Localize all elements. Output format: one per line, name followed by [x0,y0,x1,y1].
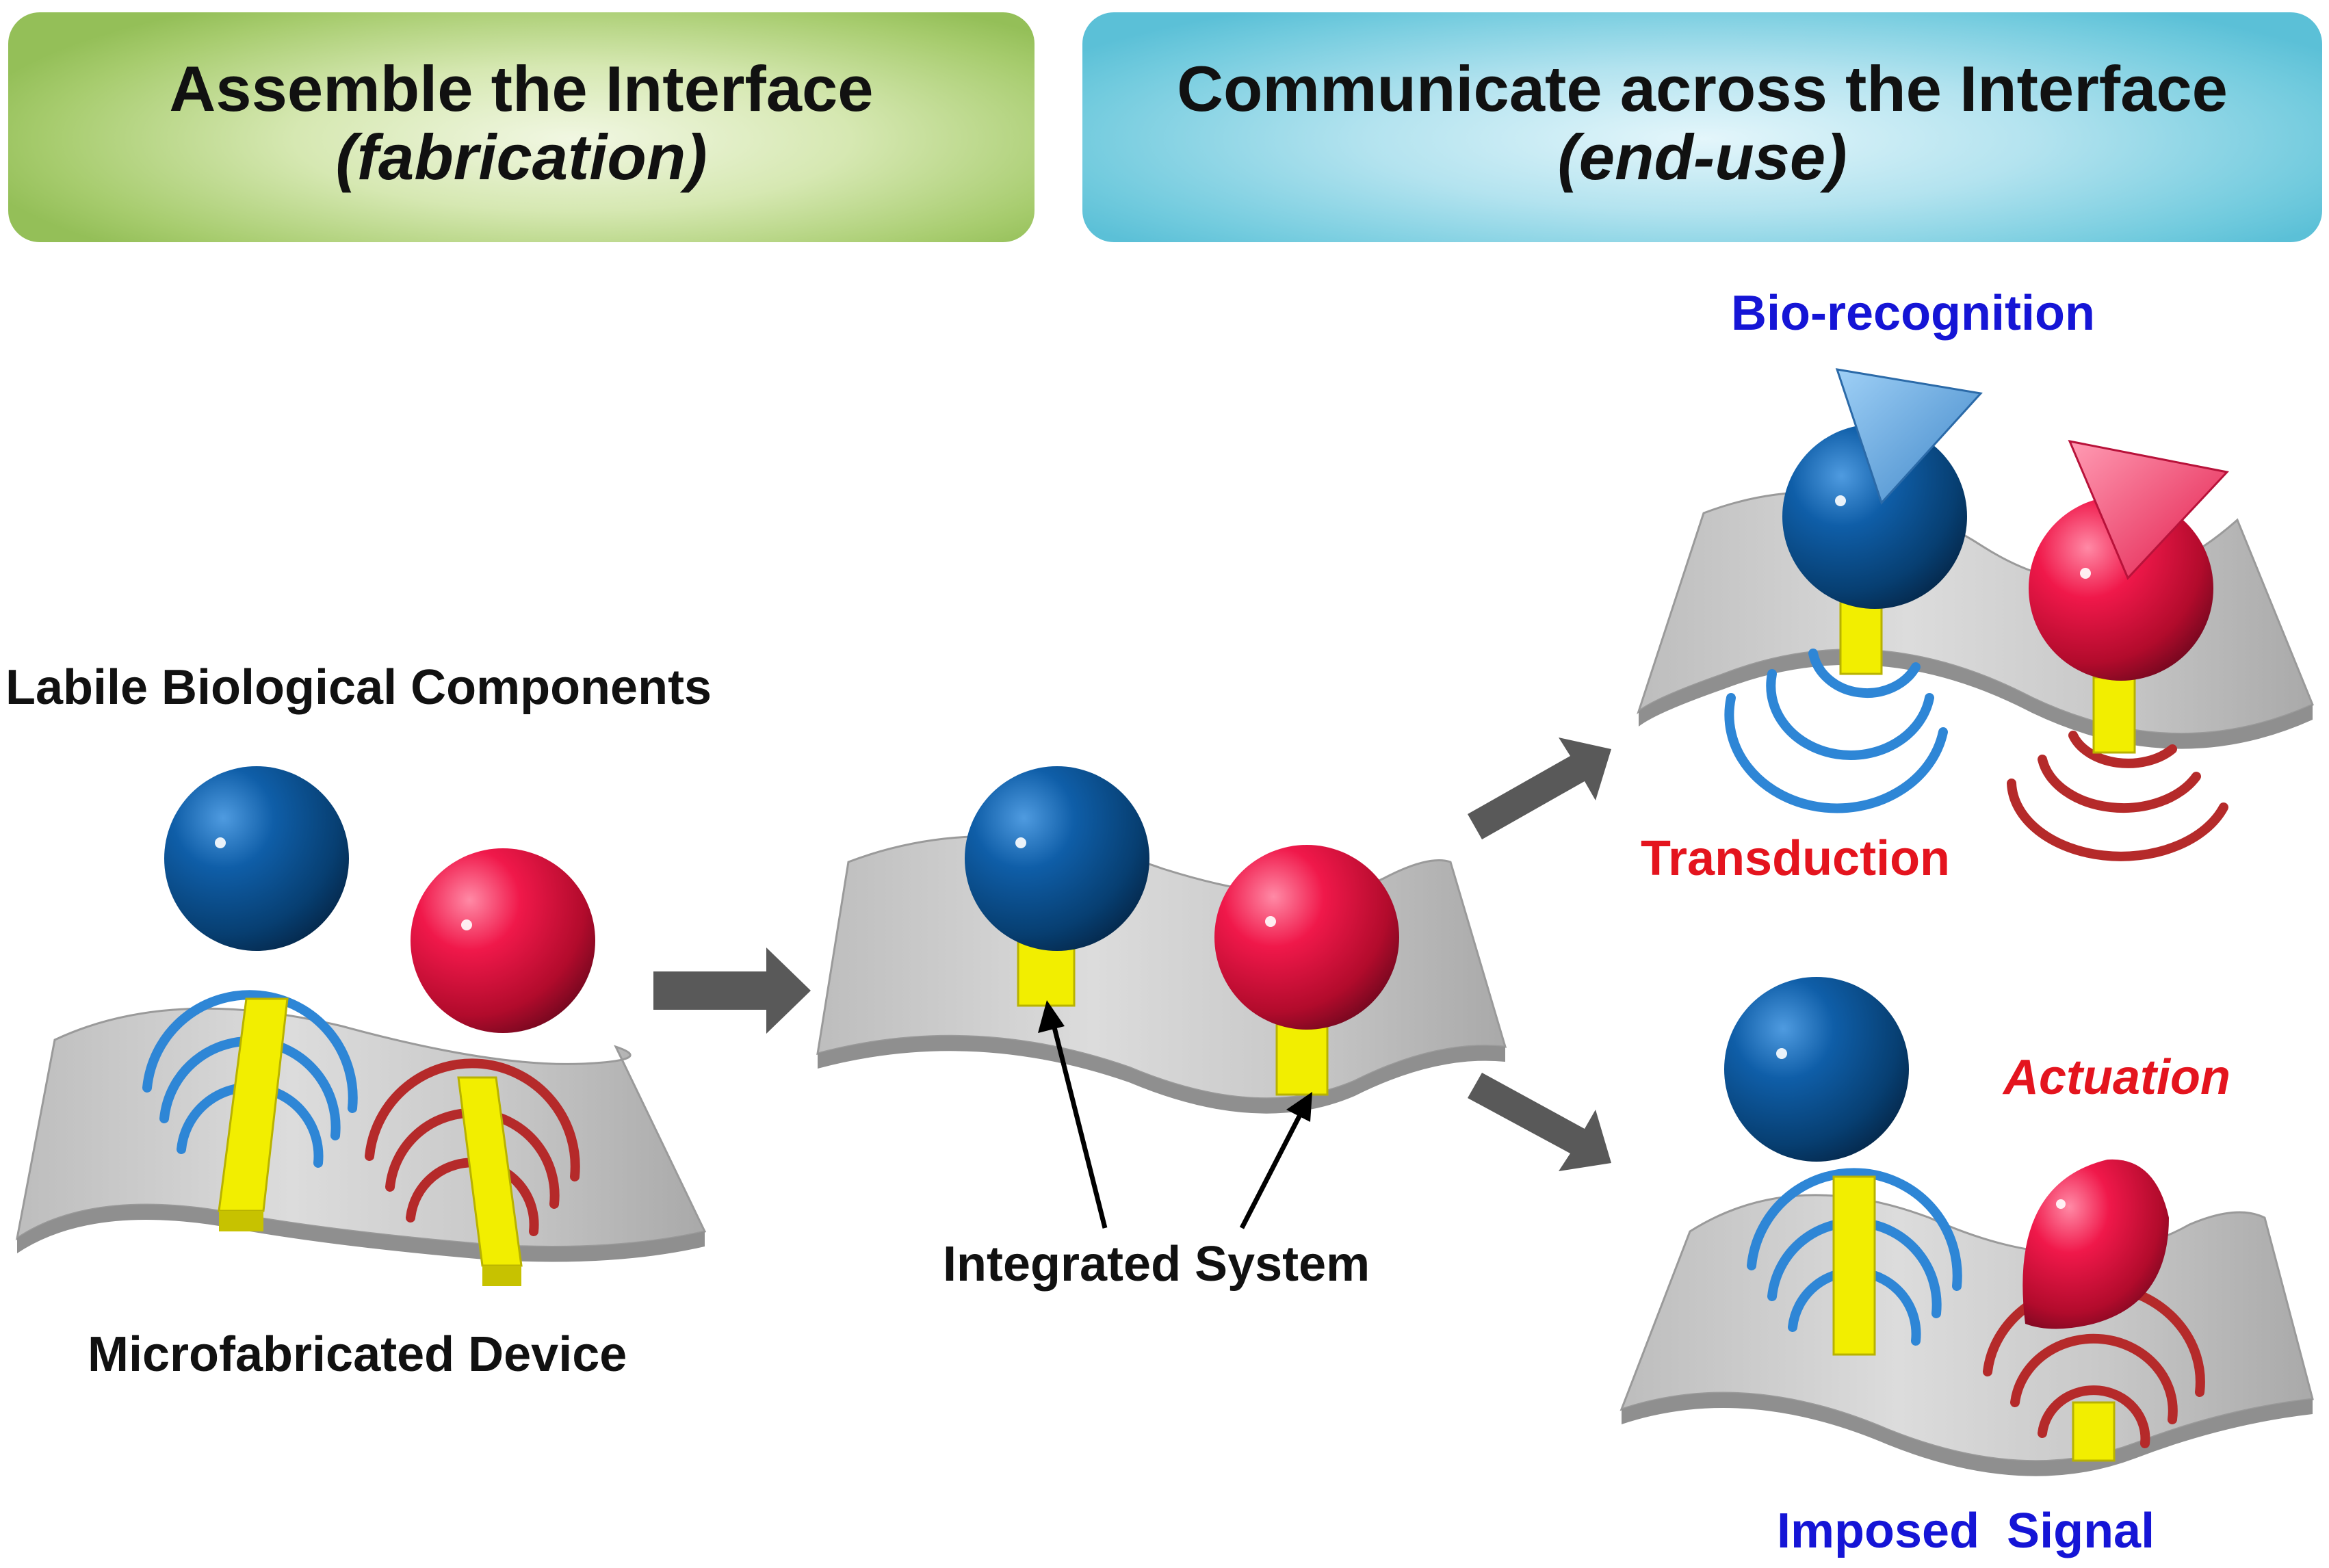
red-sphere [2029,496,2213,681]
red-signal-waves [2007,731,2228,861]
red-sphere [1214,845,1399,1030]
device-edge [818,1036,1505,1114]
sphere-highlight [1776,1048,1787,1059]
integrated-system-label: Integrated System [943,1237,1370,1292]
fabrication-banner: Assemble the Interface (fabrication) [8,12,1035,242]
sphere-highlight [461,919,472,930]
integrated-system [816,766,1507,1114]
sphere-highlight [1835,495,1846,506]
microfabricated-device [15,990,707,1286]
flow-arrow [653,948,811,1034]
yellow-post-base [482,1266,521,1286]
bio-recognition-label: Bio-recognition [1731,286,2095,341]
imposed-signal-label: Imposed Signal [1777,1504,2155,1558]
end-use-banner: Communicate across the Interface (end-us… [1082,12,2322,242]
transduction-label: Transduction [1641,831,1951,886]
sphere-highlight [1015,837,1026,848]
sphere-highlight [2056,1199,2066,1209]
blue-sphere [1724,977,1909,1162]
fabrication-banner-title: Assemble the Interface [169,53,874,125]
device-edge [17,1205,705,1262]
blue-target-triangle [1835,368,1983,505]
blue-sphere [1782,424,1967,609]
recognition-device [1637,368,2314,861]
fabrication-banner-subtitle: (fabrication) [335,121,707,193]
integrated-system-pointers [1038,1000,1312,1229]
yellow-post [2092,676,2136,754]
red-sphere [411,848,595,1033]
end-use-banner-title: Communicate across the Interface [1177,53,2228,125]
blue-sphere [965,766,1149,951]
device-edge [1639,649,2313,749]
device-surface [816,835,1507,1100]
sphere-highlight [2080,568,2091,579]
sphere-highlight [215,837,226,848]
labile-components-label: Labile Biological Components [5,660,712,715]
flow-arrow [1468,737,1611,839]
actuation-label: Actuation [2003,1050,2230,1105]
red-target-triangle [2068,439,2229,580]
blue-signal-waves [1724,649,1948,813]
microfabricated-device-label: Microfabricated Device [88,1327,627,1382]
blue-sphere [164,766,349,951]
yellow-post [2072,1401,2116,1462]
device-surface [1637,491,2314,735]
sphere-highlight [1265,916,1276,927]
device-edge [1622,1393,2313,1476]
flow-arrow [1468,1073,1611,1171]
yellow-post [1832,1175,1876,1356]
end-use-banner-subtitle: (end-use) [1557,121,1847,193]
actuation-device [1619,977,2314,1476]
yellow-post-base [219,1211,263,1231]
